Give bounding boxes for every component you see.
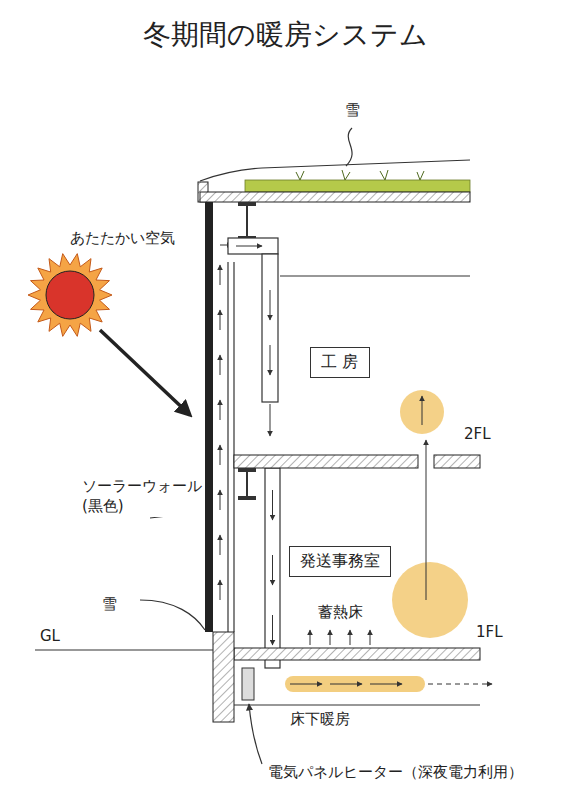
illustration-part bbox=[245, 180, 470, 192]
illustration-part bbox=[220, 490, 221, 510]
illustration-part bbox=[330, 684, 362, 685]
illustration-part bbox=[200, 160, 470, 181]
illustration-part bbox=[400, 390, 444, 434]
illustration-part bbox=[140, 600, 205, 630]
illustration-part bbox=[434, 455, 480, 468]
illustration-part bbox=[285, 676, 425, 692]
illustration-part bbox=[330, 630, 331, 645]
illustration-part bbox=[220, 535, 221, 555]
illustration-part bbox=[270, 345, 271, 375]
illustration-part bbox=[350, 630, 351, 645]
illustration-part bbox=[272, 490, 273, 520]
diagram-title: 冬期間の暖房システム bbox=[0, 16, 570, 54]
illustration-part bbox=[270, 290, 271, 320]
illustration-part bbox=[270, 404, 271, 436]
illustration-part bbox=[246, 472, 248, 496]
illustration-part bbox=[228, 238, 278, 254]
illustration-part bbox=[370, 684, 402, 685]
snow-label: 雪 bbox=[100, 594, 119, 614]
warm-air bbox=[285, 390, 492, 692]
illustration-part bbox=[310, 630, 311, 645]
illustration-part bbox=[220, 445, 221, 465]
roof bbox=[198, 128, 470, 276]
floor-slabs bbox=[213, 455, 480, 722]
floor-level: 2FL bbox=[462, 424, 493, 444]
sun bbox=[28, 254, 112, 337]
solar-wall-label: ソーラーウォール (黒色) bbox=[80, 476, 204, 517]
illustration-part bbox=[290, 684, 322, 685]
heater bbox=[242, 668, 262, 764]
illustration-part bbox=[392, 562, 468, 638]
room-box: 工 房 bbox=[310, 347, 370, 378]
illustration-part bbox=[265, 468, 280, 668]
heater-label: 電気パネルヒーター（深夜電力利用） bbox=[266, 762, 525, 782]
illustration-part bbox=[220, 580, 221, 600]
illustration-part bbox=[227, 262, 228, 632]
illustration-part bbox=[249, 704, 262, 764]
illustration-part bbox=[296, 170, 424, 180]
illustration-part bbox=[422, 396, 423, 425]
illustration-part bbox=[238, 468, 256, 472]
illustration-part bbox=[242, 668, 254, 700]
illustration-part bbox=[28, 254, 112, 337]
illustration-part bbox=[220, 310, 221, 330]
illustration-part bbox=[272, 615, 273, 645]
illustration-part bbox=[35, 649, 213, 650]
underfloor-heating-label: 床下暖房 bbox=[288, 709, 352, 729]
air-duct bbox=[228, 238, 280, 668]
illustration-part bbox=[262, 254, 278, 402]
storage-floor-label: 蓄熱床 bbox=[316, 602, 365, 622]
sun-arrow bbox=[100, 330, 190, 415]
room-name: 発送事務室 bbox=[300, 551, 380, 572]
illustration-part bbox=[280, 275, 470, 276]
illustration-part bbox=[234, 704, 480, 705]
solar-wall bbox=[205, 202, 234, 632]
illustration-part bbox=[236, 246, 262, 247]
illustration-part bbox=[46, 271, 94, 319]
illustration-part bbox=[428, 684, 492, 685]
illustration-part bbox=[220, 400, 221, 420]
illustration-part bbox=[200, 192, 470, 202]
ground bbox=[35, 512, 213, 650]
illustration-part bbox=[220, 355, 221, 375]
illustration-part bbox=[238, 496, 256, 500]
illustration-part bbox=[220, 265, 221, 285]
illustration-part bbox=[234, 455, 418, 468]
room-box: 発送事務室 bbox=[289, 546, 391, 577]
warm-air-label: あたたかい空気 bbox=[68, 228, 177, 248]
illustration-part bbox=[246, 206, 248, 236]
snow-label: 雪 bbox=[343, 100, 362, 120]
illustration-part bbox=[205, 202, 213, 632]
illustration-part bbox=[272, 555, 273, 585]
ground-level: GL bbox=[38, 626, 62, 646]
illustration-part bbox=[370, 630, 371, 645]
illustration-part bbox=[238, 202, 256, 206]
illustration-part bbox=[213, 632, 234, 722]
illustration-part bbox=[426, 440, 427, 600]
illustration-part bbox=[346, 128, 352, 166]
illustration-part bbox=[234, 648, 480, 660]
room-name: 工 房 bbox=[321, 352, 359, 373]
floor-level: 1FL bbox=[474, 622, 505, 642]
illustration-part bbox=[233, 262, 234, 632]
